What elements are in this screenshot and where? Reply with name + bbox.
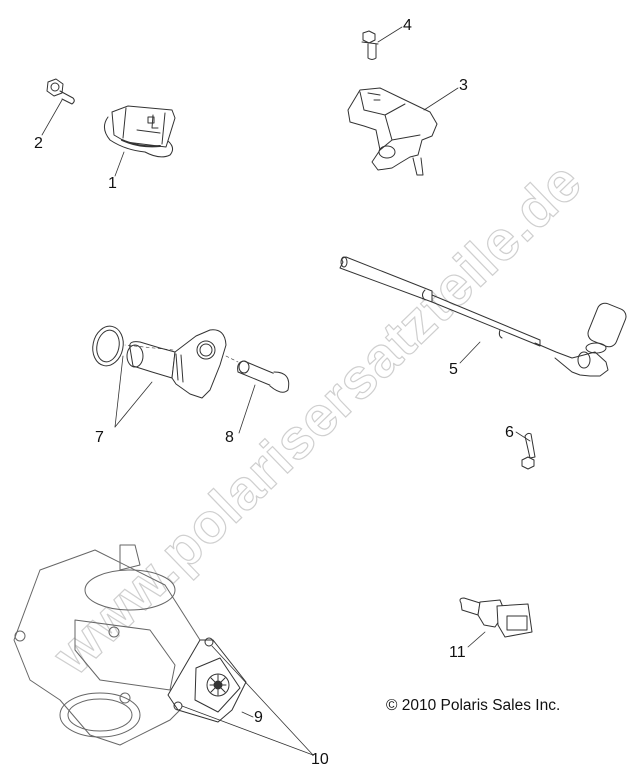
callout-7: 7 [95,429,104,446]
bolt-icon [521,432,536,470]
o-ring-icon [92,325,124,367]
callout-10: 10 [311,751,329,768]
bolt-icon [46,78,75,105]
callout-9: 9 [254,709,263,726]
map-sensor-icon [347,87,438,176]
callout-4: 4 [403,17,412,34]
callout-2: 2 [34,135,43,152]
sensor-module-icon [104,105,176,158]
throttle-body-icon [13,544,201,746]
bolt-icon [361,30,379,60]
callout-5: 5 [449,361,458,378]
throttle-position-sensor-icon [167,637,247,723]
callout-6: 6 [505,424,514,441]
callout-8: 8 [225,429,234,446]
temperature-sensor-icon [459,597,533,638]
callout-11: 11 [449,644,466,661]
sleeve-icon [237,360,290,393]
callout-1: 1 [108,175,117,192]
cam-sensor-icon [126,329,227,399]
speed-sensor-icon [339,256,627,377]
copyright-notice: © 2010 Polaris Sales Inc. [386,697,561,714]
callout-3: 3 [459,77,468,94]
